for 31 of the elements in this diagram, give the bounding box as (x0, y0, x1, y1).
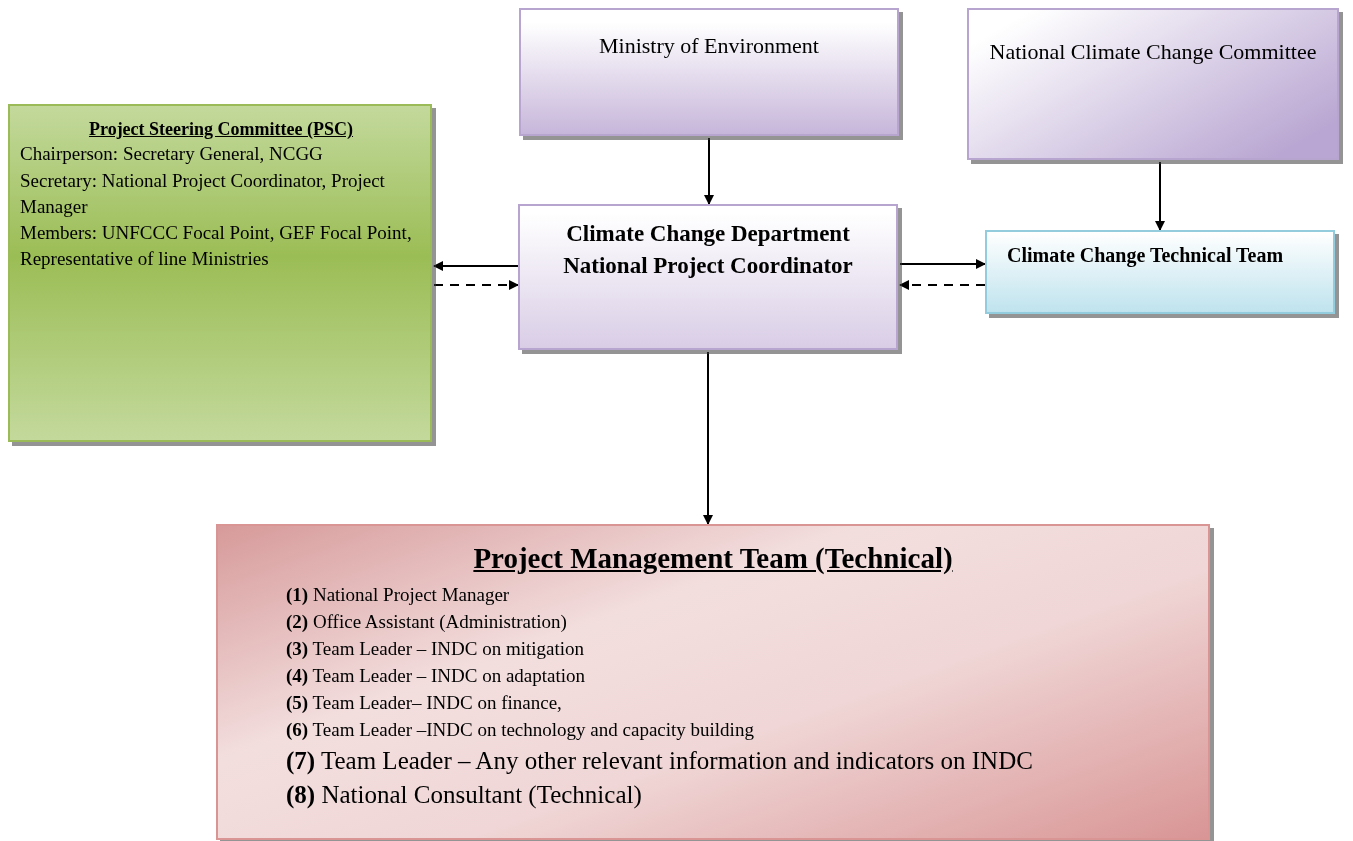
arrow (1155, 161, 1165, 231)
list-item: (6) Team Leader –INDC on technology and capacity building (286, 717, 755, 742)
list-item: (7) Team Leader – Any other relevant information and indicators on INDC (286, 745, 1034, 777)
box-title: Project Management Team (Technical) (472, 541, 954, 576)
committee-box (8, 104, 432, 442)
arrow (704, 137, 714, 205)
box-title: Climate Change Department (565, 220, 851, 248)
organization-box (519, 8, 899, 136)
list-item: (3) Team Leader – INDC on mitigation (286, 636, 586, 661)
list-item: (8) National Consultant (Technical) (286, 780, 643, 811)
team-box (985, 230, 1335, 314)
box-title: Climate Change Technical Team (1007, 243, 1285, 269)
organization-box (967, 8, 1339, 160)
list-item: (1) National Project Manager (286, 582, 511, 607)
coordinator-box (518, 204, 898, 350)
box-title: Ministry of Environment (598, 32, 820, 60)
dashed-arrow (433, 280, 519, 290)
dashed-arrow (899, 280, 986, 290)
box-title: National Climate Change Committee (989, 38, 1317, 66)
box-title: Project Steering Committee (PSC) (87, 118, 355, 141)
member-text: Chairperson: Secretary General, NCGG (20, 142, 324, 167)
arrow (899, 259, 986, 269)
list-item: (4) Team Leader – INDC on adaptation (286, 663, 587, 688)
arrow (433, 261, 519, 271)
list-item: (2) Office Assistant (Administration) (286, 609, 568, 634)
team-box (216, 524, 1210, 840)
arrow (703, 351, 713, 525)
member-text: Members: UNFCCC Focal Point, GEF Focal Point, Representative of line Ministries (20, 221, 413, 272)
box-title: National Project Coordinator (562, 252, 854, 281)
list-item: (5) Team Leader– INDC on finance, (286, 690, 563, 715)
member-text: Secretary: National Project Coordinator, Project Manager (20, 168, 386, 219)
